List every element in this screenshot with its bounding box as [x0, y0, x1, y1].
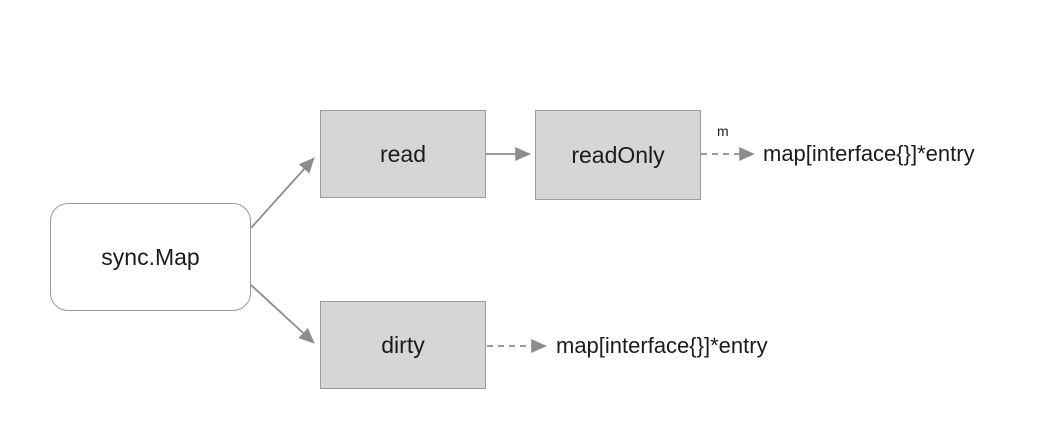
type-label-dirty-map: map[interface{}]*entry — [556, 333, 768, 358]
edge-syncmap-to-dirty — [250, 284, 315, 344]
node-read-only[interactable]: readOnly — [535, 110, 701, 200]
node-dirty-label: dirty — [381, 331, 425, 358]
node-sync-map-label: sync.Map — [101, 243, 200, 270]
node-read[interactable]: read — [320, 110, 486, 198]
edge-label-readonly-field: m — [717, 123, 729, 139]
node-read-label: read — [379, 140, 427, 167]
type-label-readonly-map: map[interface{}]*entry — [763, 141, 975, 166]
node-read-only-label: readOnly — [571, 141, 665, 168]
node-sync-map[interactable]: sync.Map — [50, 203, 251, 311]
node-dirty[interactable]: dirty — [320, 301, 486, 389]
edge-syncmap-to-read — [250, 157, 315, 229]
